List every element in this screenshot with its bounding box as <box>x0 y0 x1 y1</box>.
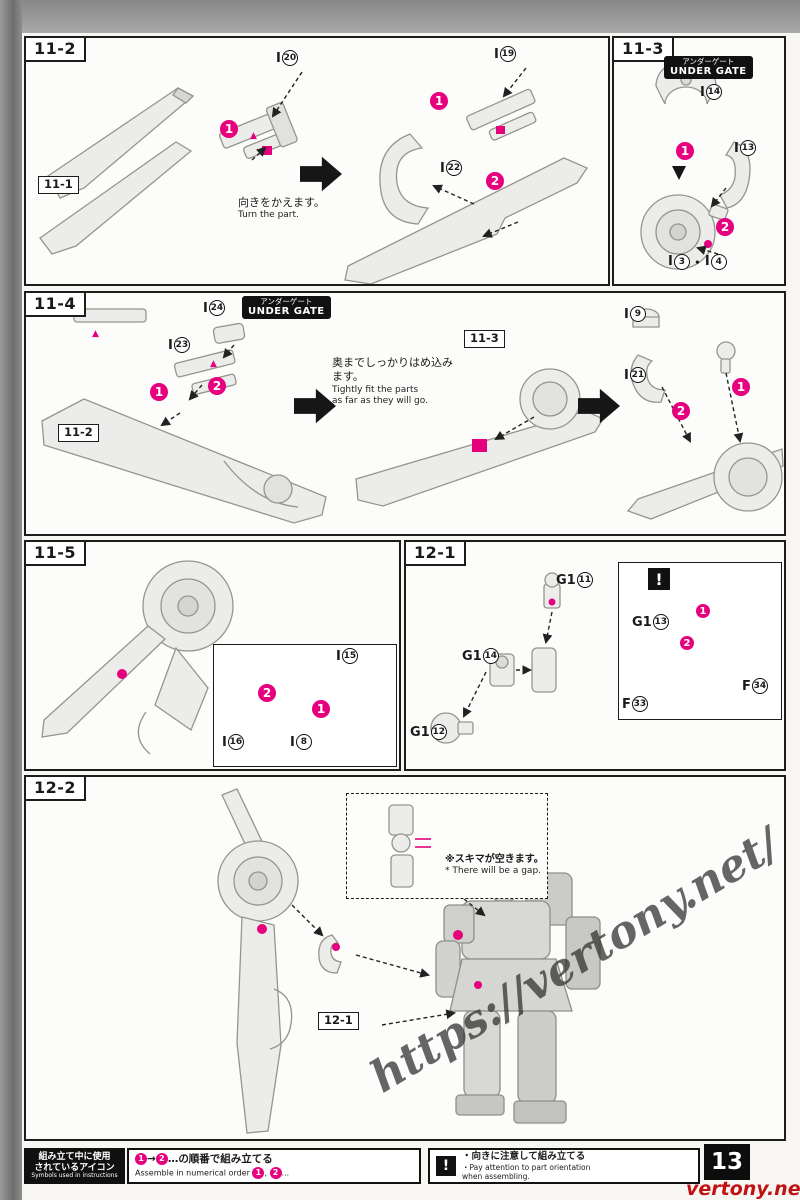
step-label-11-3: 11-3 <box>612 36 675 62</box>
assembly-order-1-badge: 1 <box>430 92 448 110</box>
assembly-order-2-badge: 2 <box>716 218 734 236</box>
caution-icon: ! <box>436 1156 456 1176</box>
panel-11-2 <box>24 36 610 286</box>
assembly-order-2-badge: 2 <box>258 684 276 702</box>
gap-detail-illustration <box>357 799 447 894</box>
assembly-order-1-badge: 1 <box>732 378 750 396</box>
assembly-order-2-badge: 2 <box>672 402 690 420</box>
under-gate-mark-icon: ▲ <box>250 131 257 141</box>
assembly-order-1-badge: 1 <box>676 142 694 160</box>
step-label-12-1: 12-1 <box>404 540 467 566</box>
assembly-order-2-badge: 2 <box>155 1153 168 1166</box>
ref-label-11-3: 11-3 <box>464 330 505 348</box>
ref-label-11-2: 11-2 <box>58 424 99 442</box>
under-gate-badge: アンダーゲート UNDER GATE <box>242 296 331 320</box>
scan-left-edge <box>0 0 22 1200</box>
fit-parts-note: 奥までしっかりはめ込みます。 Tightly fit the parts as … <box>332 356 453 407</box>
assembly-order-2-badge: 2 <box>269 1166 282 1179</box>
assembly-order-1-badge: 1 <box>135 1153 147 1166</box>
assembly-order-1-badge: 1 <box>696 604 710 618</box>
under-gate-mark-icon: ▲ <box>210 359 217 369</box>
illustration-11-4 <box>26 293 784 534</box>
step-label-11-2: 11-2 <box>24 36 87 62</box>
under-gate-badge: アンダーゲート UNDER GATE <box>664 56 753 80</box>
caution-box-12-1 <box>618 562 782 720</box>
scan-top-edge <box>22 0 800 33</box>
illustration-12-2 <box>26 777 784 1139</box>
under-gate-mark-icon: ▲ <box>92 329 99 339</box>
assembly-order-2-badge: 2 <box>208 377 226 395</box>
illustration-11-5 <box>26 542 399 769</box>
turn-part-note: 向きをかえます。 Turn the part. <box>238 196 325 221</box>
site-credit-text: vertony.net <box>686 1178 800 1200</box>
assembly-order-2-badge: 2 <box>486 172 504 190</box>
legend-item-orientation: ! ・向きに注意して組み立てる ・Pay attention to part o… <box>428 1148 700 1184</box>
assembly-order-2-badge: 2 <box>680 636 694 650</box>
assembly-order-1-badge: 1 <box>312 700 330 718</box>
gap-note: ※スキマが空きます。 * There will be a gap. <box>445 854 544 877</box>
ref-label-11-1: 11-1 <box>38 176 79 194</box>
page-number: 13 <box>704 1144 750 1180</box>
caution-icon: ! <box>648 568 670 590</box>
legend-header: 組み立て中に使用 されているアイコン Symbols used in instr… <box>24 1148 125 1184</box>
illustration-11-2 <box>26 38 608 284</box>
step-label-11-4: 11-4 <box>24 291 87 317</box>
legend-item-numerical-order: 1→2…の順番で組み立てる Assemble in numerical orde… <box>127 1148 421 1184</box>
assembly-order-1-badge: 1 <box>252 1166 265 1179</box>
step-label-11-5: 11-5 <box>24 540 87 566</box>
step-label-12-2: 12-2 <box>24 775 87 801</box>
assembly-order-1-badge: 1 <box>150 383 168 401</box>
assembly-order-1-badge: 1 <box>220 120 238 138</box>
gap-detail-box: ※スキマが空きます。 * There will be a gap. <box>346 793 548 899</box>
ref-label-12-1: 12-1 <box>318 1012 359 1030</box>
